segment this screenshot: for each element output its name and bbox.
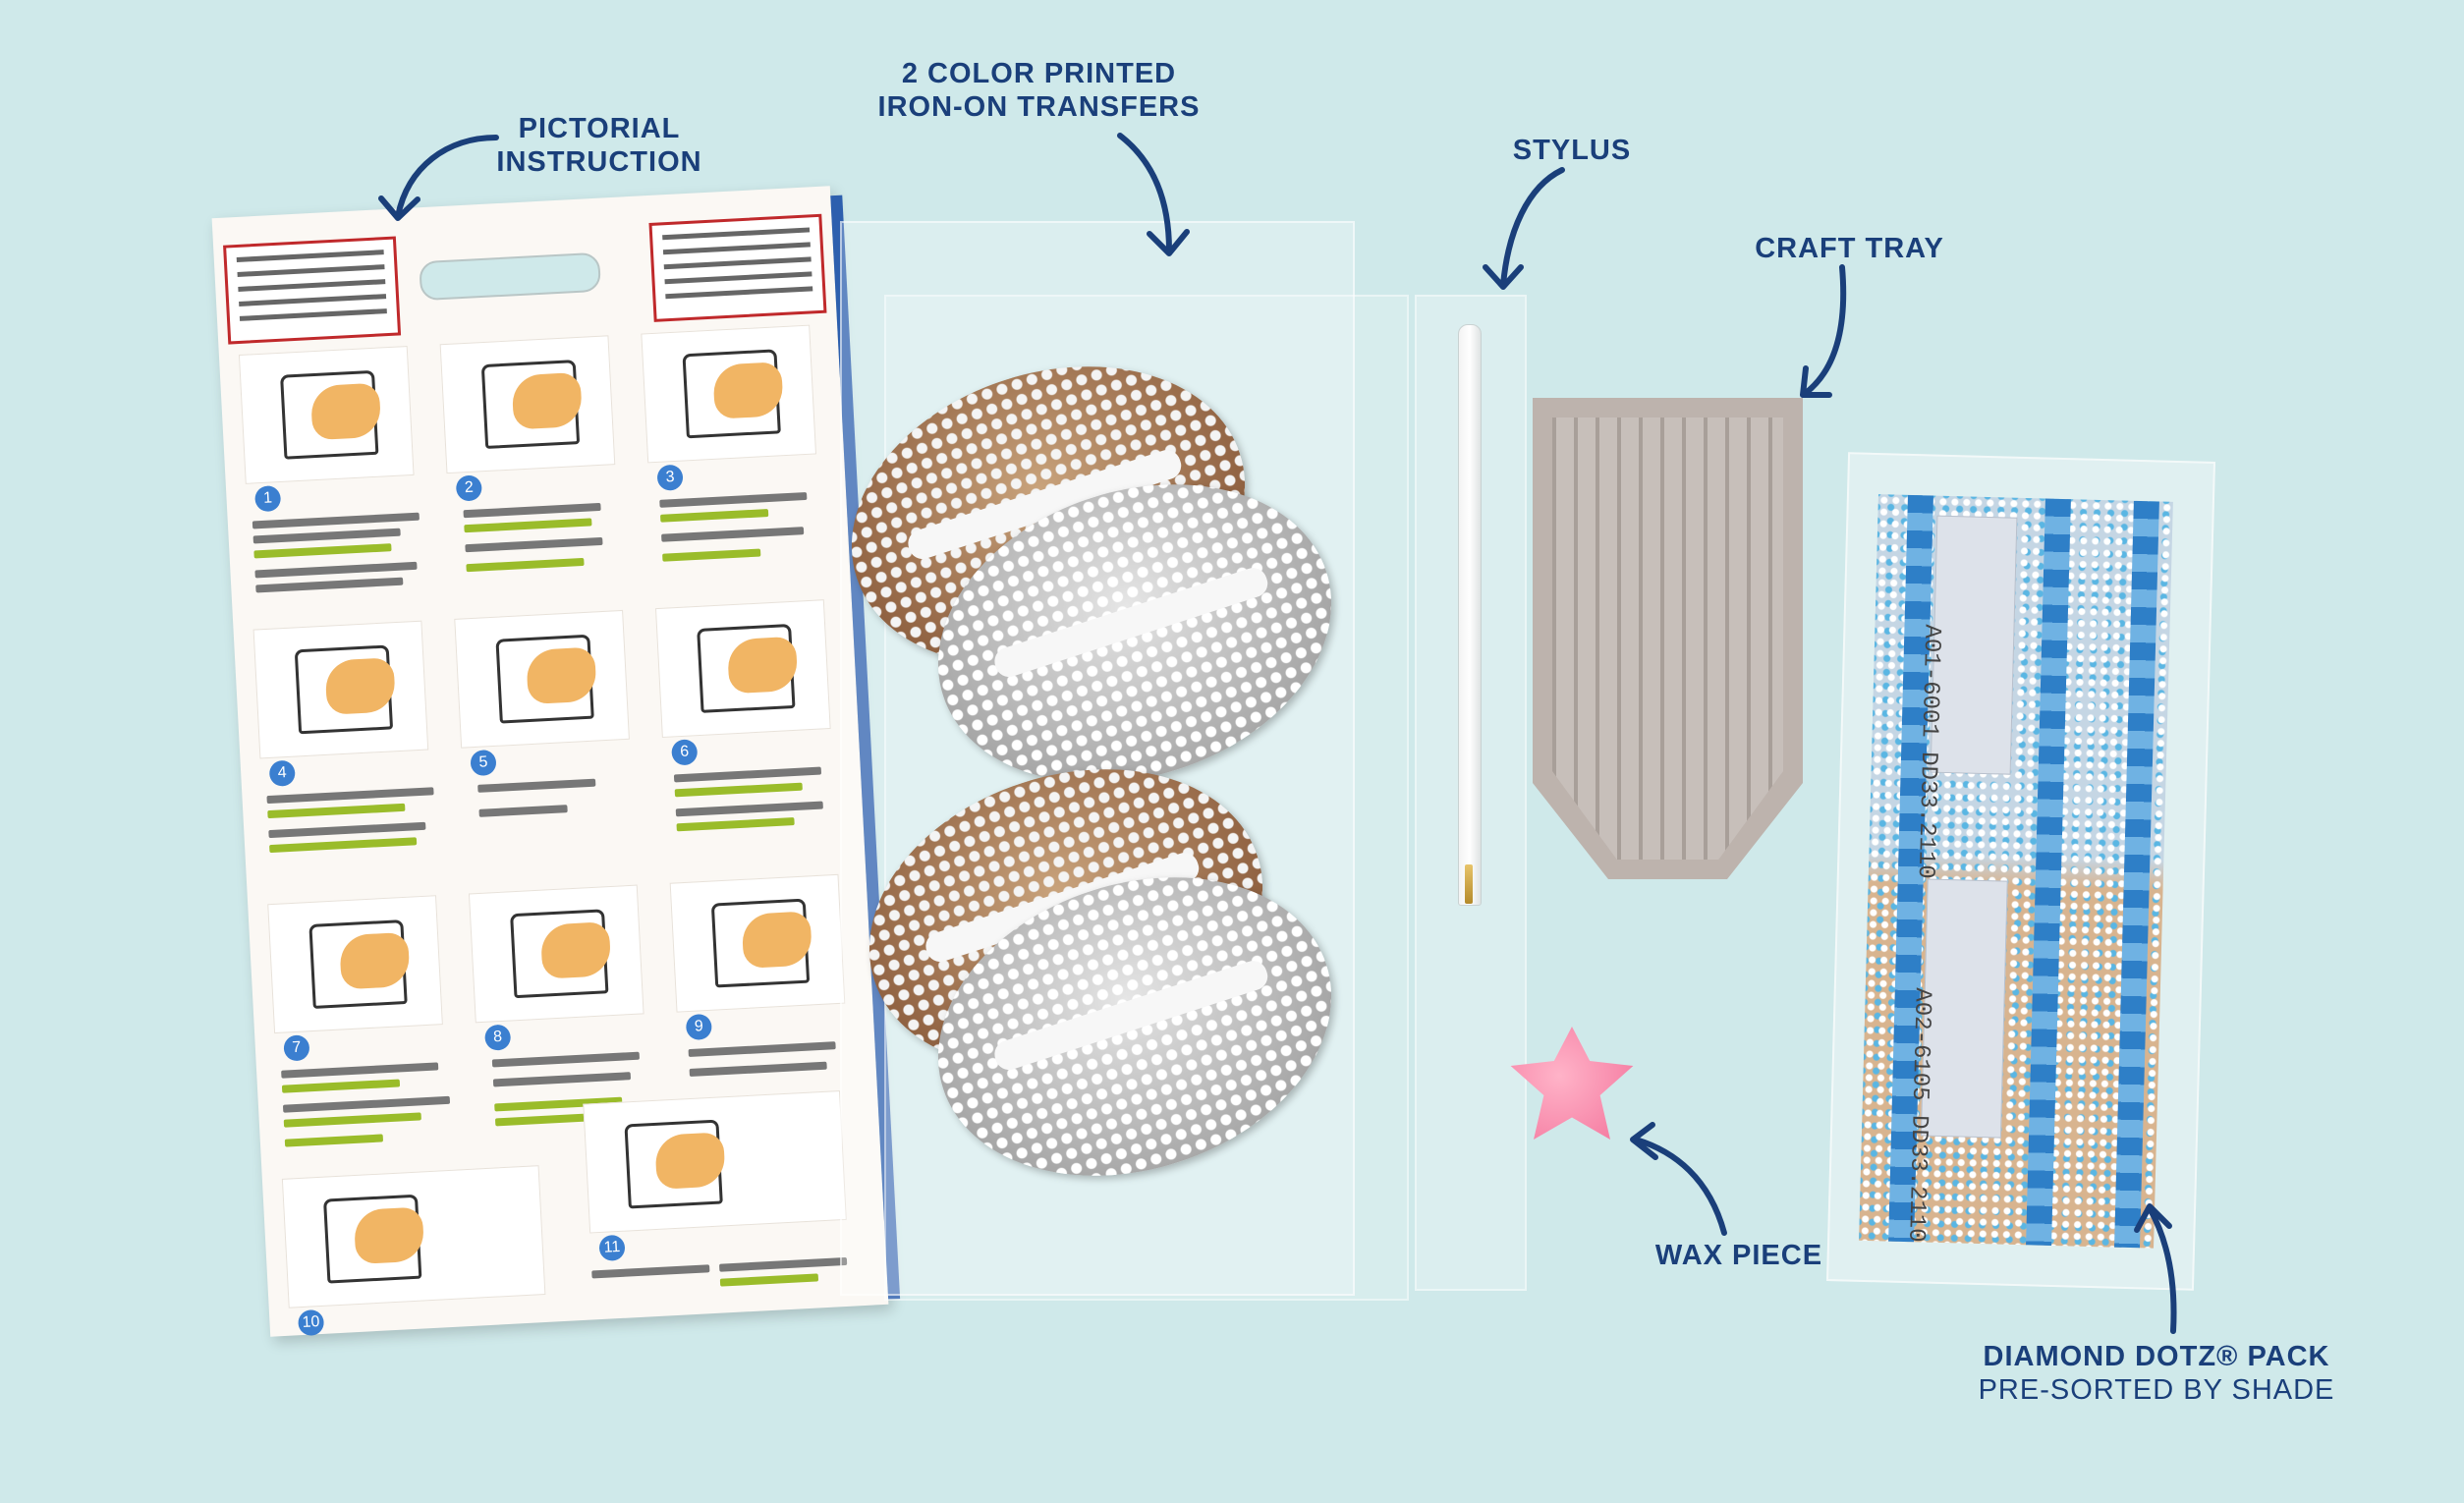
arrow-transfers [1117, 133, 1172, 253]
arrow-stylus [1500, 167, 1565, 288]
craft-tray [1533, 398, 1803, 879]
label-stylus: STYLUS [1512, 135, 1632, 166]
label-wax-piece: WAX PIECE [1654, 1240, 1823, 1271]
stylus [1458, 324, 1482, 906]
label-craft-tray: CRAFT TRAY [1755, 233, 1944, 264]
stylus-tip [1465, 864, 1473, 904]
label-iron-on-transfers: 2 COLOR PRINTED IRON-ON TRANSFERS [877, 58, 1201, 123]
arrow-craft-tray [1803, 264, 1847, 396]
arrow-diamond-pack [2147, 1205, 2177, 1334]
label-pictorial-instruction: PICTORIAL INSTRUCTION [496, 113, 702, 178]
arrow-wax-piece [1633, 1137, 1727, 1236]
arrow-pictorial-instruction [395, 135, 499, 219]
label-diamond-dotz-pack: DIAMOND DOTZ® PACK PRE-SORTED BY SHADE [1978, 1341, 2335, 1406]
